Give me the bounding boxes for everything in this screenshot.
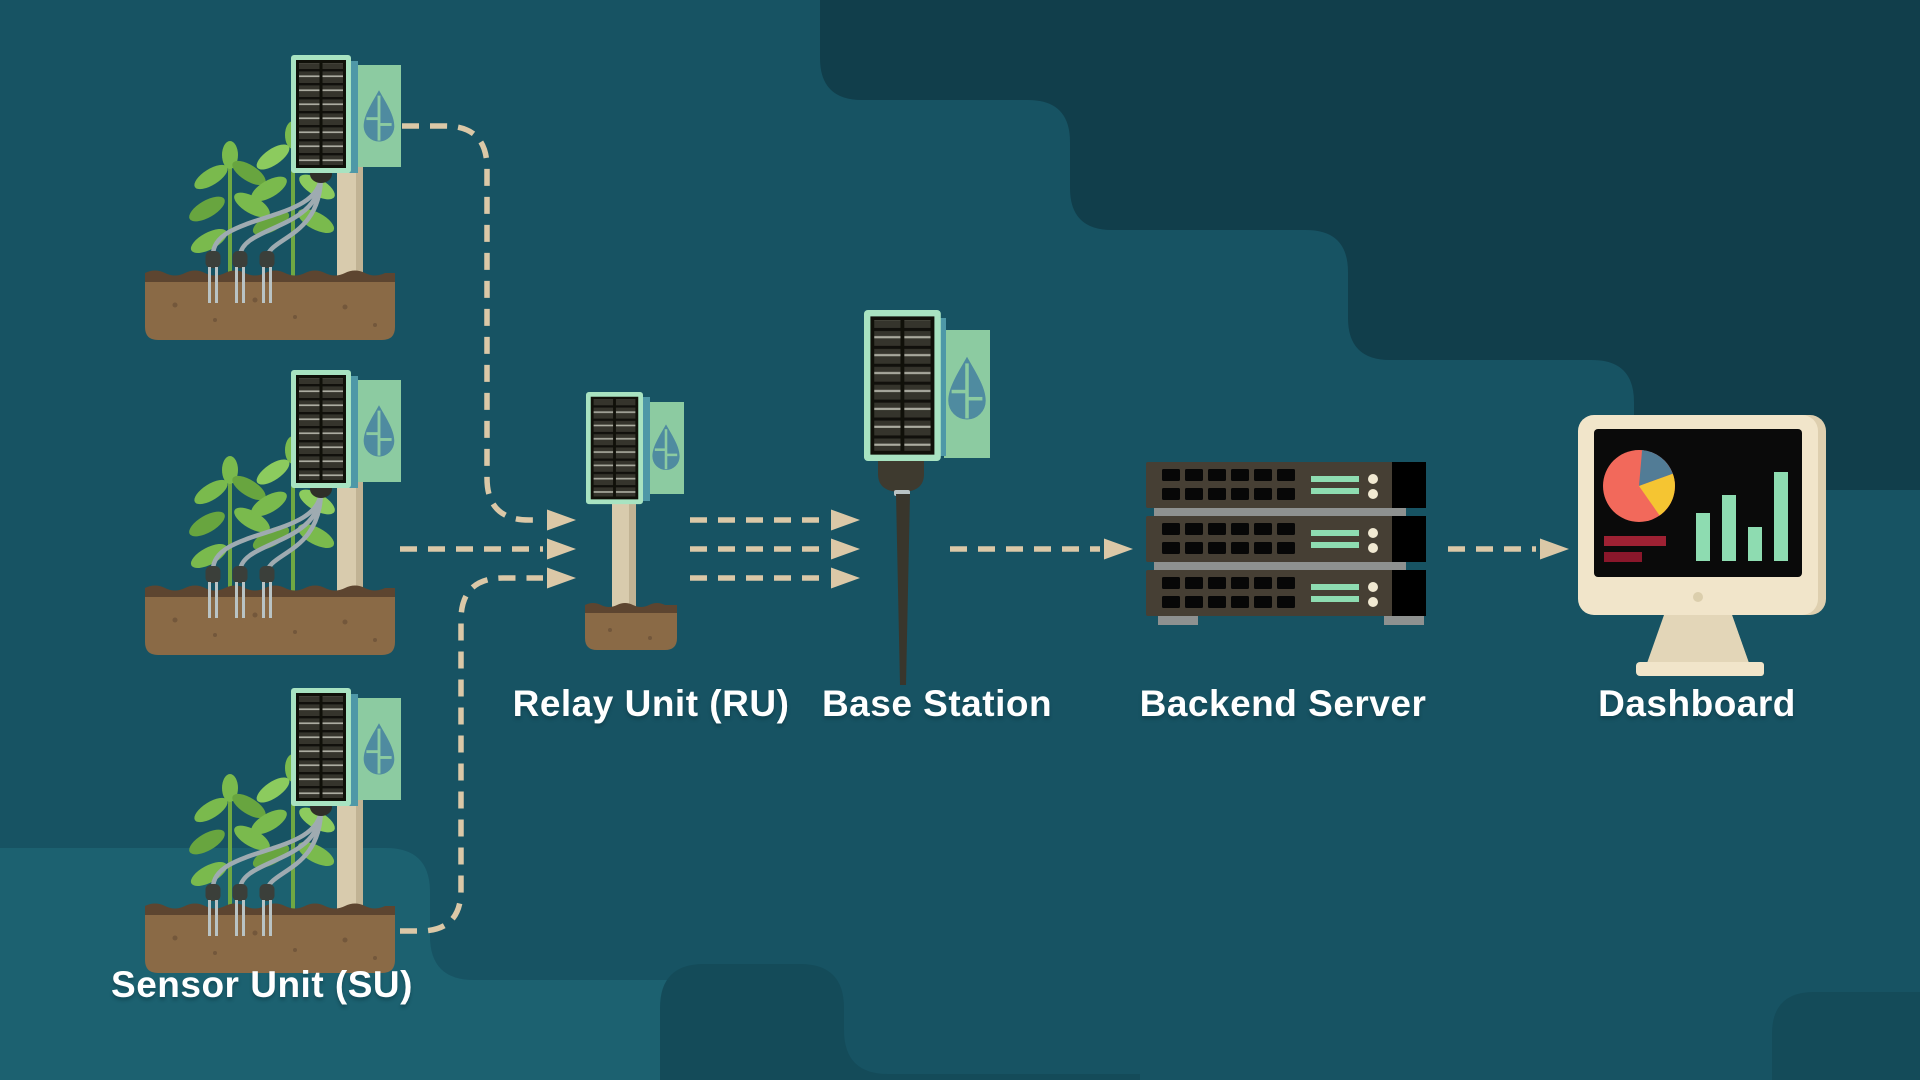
edge-su3-to-relay — [400, 575, 543, 934]
rack-foot — [1384, 616, 1424, 625]
arrowhead-icon — [831, 538, 860, 560]
label-backend-server: Backend Server — [1139, 683, 1427, 724]
rack-rail — [1154, 562, 1406, 570]
arrowhead-icon — [831, 509, 860, 531]
power-button — [1368, 597, 1378, 607]
status-led-bar — [1311, 476, 1359, 482]
server-unit — [1146, 462, 1426, 508]
label-relay-unit: Relay Unit (RU) — [512, 683, 790, 724]
pie-chart-icon — [1603, 450, 1675, 522]
power-button — [1368, 489, 1378, 499]
rack-foot — [1158, 616, 1198, 625]
connectors — [400, 123, 1536, 934]
arrowhead-icon — [831, 567, 860, 589]
relay-unit-icon — [585, 392, 684, 650]
power-button — [1368, 528, 1378, 538]
server-rack-icon — [1146, 462, 1426, 625]
arrowhead-icon — [547, 509, 576, 531]
label-sensor-unit: Sensor Unit (SU) — [111, 964, 413, 1005]
dashboard-monitor-icon — [1578, 415, 1826, 676]
power-button — [1368, 474, 1378, 484]
arrowheads — [547, 509, 1569, 589]
label-base-station: Base Station — [821, 683, 1053, 724]
arrowhead-icon — [1540, 538, 1569, 560]
antenna-mount — [878, 455, 924, 492]
status-led-bar — [1311, 488, 1359, 494]
ground-spike — [896, 494, 910, 685]
status-led-bar — [1311, 542, 1359, 548]
signpost — [944, 330, 990, 458]
solar-panel-icon — [586, 392, 643, 505]
bar-chart-icon — [1696, 472, 1788, 561]
monitor-button — [1693, 592, 1703, 602]
power-button — [1368, 543, 1378, 553]
panel-side-edge — [642, 397, 650, 501]
screen-text-bar — [1604, 536, 1666, 546]
panel-side-edge — [936, 318, 946, 456]
status-led-bar — [1311, 584, 1359, 590]
status-led-bar — [1311, 530, 1359, 536]
edge-su1-to-relay — [402, 123, 543, 523]
stand-base — [1636, 662, 1764, 676]
arrowhead-icon — [547, 567, 576, 589]
label-dashboard: Dashboard — [1598, 683, 1796, 724]
signpost — [648, 402, 684, 494]
status-led-bar — [1311, 596, 1359, 602]
base-station-icon — [864, 310, 990, 685]
server-unit — [1146, 516, 1426, 562]
screen-text-bar — [1604, 552, 1642, 562]
solar-panel-icon — [864, 310, 941, 462]
rack-rail — [1154, 508, 1406, 516]
monitor-stand — [1646, 615, 1750, 666]
arrowhead-icon — [1104, 538, 1133, 560]
power-button — [1368, 582, 1378, 592]
server-unit — [1146, 570, 1426, 616]
arrowhead-icon — [547, 538, 576, 560]
soil-icon — [585, 603, 677, 650]
